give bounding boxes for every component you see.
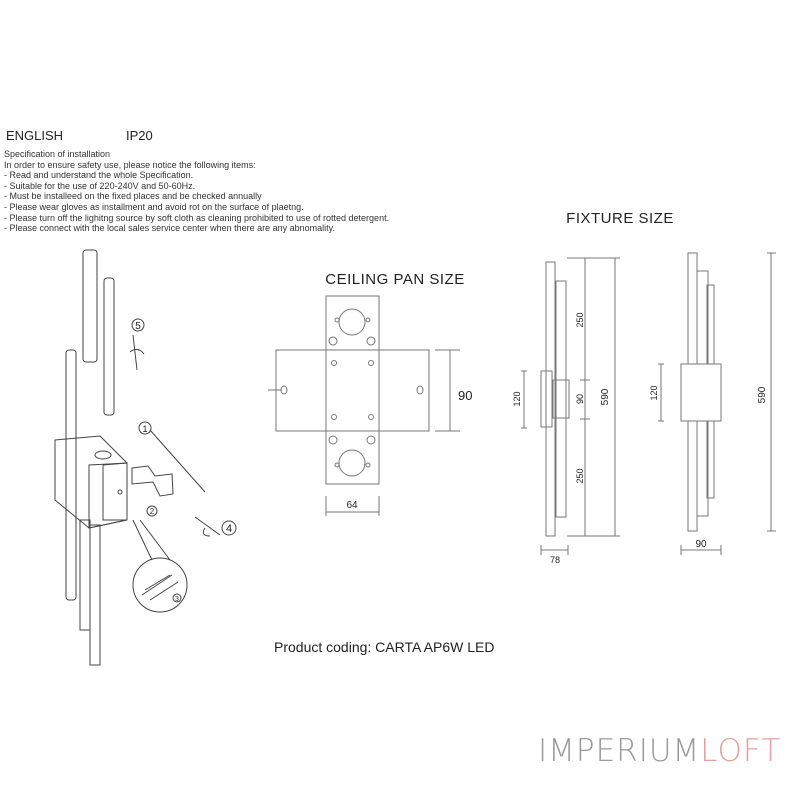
language-label: ENGLISH (6, 128, 64, 143)
dim-box-front: 120 (649, 385, 659, 400)
specification-text: Specification of installation In order t… (4, 149, 389, 234)
dim-total-side: 590 (600, 388, 611, 405)
spec-item: - Please connect with the local sales se… (4, 223, 336, 234)
spec-intro: In order to ensure safety use, please no… (4, 159, 256, 170)
ceiling-pan-title: CEILING PAN SIZE (325, 271, 464, 288)
svg-text:3: 3 (175, 596, 179, 603)
dim-width-front: 90 (695, 539, 707, 550)
pan-height-dim: 90 (458, 388, 472, 403)
svg-text:1: 1 (142, 424, 147, 434)
product-coding: Product coding: CARTA AP6W LED (274, 639, 495, 655)
spec-item: - Suitable for the use of 220-240V and 5… (4, 180, 196, 191)
spec-item: - Must be installeed on the fixed places… (4, 191, 262, 202)
spec-item: - Please turn off the lighitng source by… (4, 212, 390, 223)
dim-box-side: 120 (512, 391, 522, 406)
dim-lower: 250 (575, 468, 585, 483)
ip-rating: IP20 (126, 128, 153, 143)
spec-item: - Please wear gloves as installment and … (4, 201, 304, 212)
step-5-marker: 5 (131, 318, 145, 332)
fixture-size-drawing: FIXTURE SIZE 250 90 250 590 120 78 120 5… (512, 210, 776, 565)
spec-item: - Read and understand the whole Specific… (4, 170, 194, 181)
pan-width-dim: 64 (346, 500, 358, 511)
step-1-marker: 1 (138, 421, 152, 435)
svg-text:5: 5 (135, 321, 141, 332)
step-4-marker: 4 (221, 520, 237, 536)
dim-middle: 90 (575, 394, 585, 404)
step-3-marker: 3 (172, 593, 182, 603)
brand-logo: IMPERIUMLOFT (538, 733, 782, 769)
svg-text:2: 2 (150, 507, 155, 516)
spec-title: Specification of installation (4, 149, 111, 159)
dim-upper: 250 (575, 312, 585, 327)
ceiling-pan-drawing: CEILING PAN SIZE 90 64 (268, 271, 472, 516)
dim-depth: 78 (550, 555, 560, 565)
step-2-marker: 2 (146, 505, 158, 517)
svg-text:4: 4 (226, 523, 232, 535)
fixture-title: FIXTURE SIZE (566, 210, 674, 227)
installation-drawing: 5 1 2 3 4 (54, 249, 237, 666)
dim-total-front: 590 (757, 386, 768, 403)
header: ENGLISH IP20 (6, 128, 153, 143)
